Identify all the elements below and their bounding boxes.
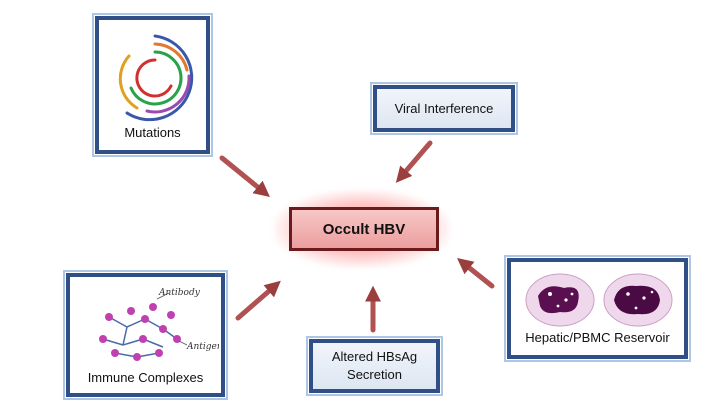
occult-hbv-box: Occult HBV bbox=[289, 207, 439, 251]
antibody-label: Antibody bbox=[158, 288, 201, 298]
cell-1 bbox=[525, 273, 595, 327]
reservoir-label: Hepatic/PBMC Reservoir bbox=[525, 330, 670, 345]
reservoir-box: Hepatic/PBMC Reservoir bbox=[504, 255, 691, 362]
viral-interference-box: Viral Interference bbox=[370, 82, 518, 135]
immune-complexes-label: Immune Complexes bbox=[87, 370, 204, 385]
arrow-mutations bbox=[219, 155, 270, 198]
occult-hbv-label: Occult HBV bbox=[322, 220, 406, 238]
arrow-reservoir bbox=[457, 258, 495, 289]
immune-complexes-box: Antibody Antigen Immune Complexes bbox=[63, 270, 228, 400]
cell-2 bbox=[603, 273, 673, 327]
mutations-box: Mutations bbox=[92, 13, 213, 157]
cell-images bbox=[525, 273, 673, 327]
viral-interference-label: Viral Interference bbox=[394, 100, 494, 116]
arrow-immune-complexes bbox=[235, 280, 281, 321]
immune-complex-icon: Antibody Antigen bbox=[99, 288, 219, 361]
altered-hbsag-label-line2: Secretion bbox=[347, 367, 402, 382]
arrow-viral-interference bbox=[395, 140, 433, 183]
antigen-label: Antigen bbox=[186, 342, 219, 352]
altered-hbsag-label-line1: Altered HBsAg bbox=[331, 349, 418, 364]
mutations-label: Mutations bbox=[124, 125, 181, 140]
plasmid-map-icon bbox=[118, 34, 194, 122]
altered-hbsag-box: Altered HBsAg Secretion bbox=[306, 336, 443, 396]
